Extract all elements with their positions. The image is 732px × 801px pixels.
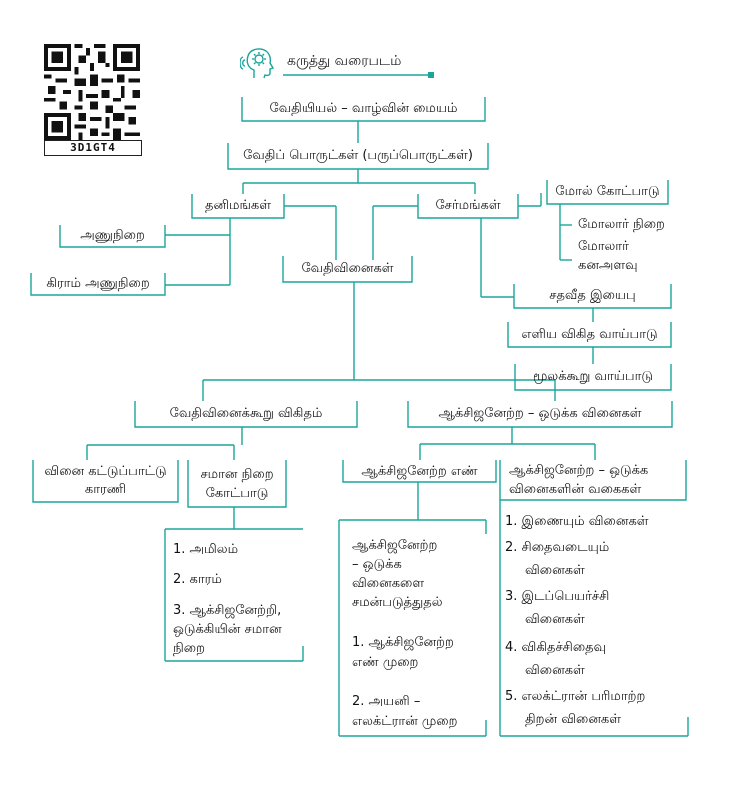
node-redox-types-line1: ஆக்சிஜனேற்ற – ஒடுக்க: [509, 463, 649, 478]
equiv-item: 1. அமிலம்: [173, 542, 239, 557]
redox-type-item: வினைகள்: [525, 663, 585, 678]
equiv-item: 3. ஆக்சிஜனேற்றி,: [173, 603, 282, 618]
node-oxidation-number: ஆக்சிஜனேற்ற எண்: [361, 464, 478, 479]
redox-type-item: வினைகள்: [525, 563, 585, 578]
equiv-item: ஒடுக்கியின் சமான: [173, 622, 282, 637]
node-elements: தனிமங்கள்: [205, 198, 271, 213]
node-molar-mass: மோலார் நிறை: [578, 217, 665, 232]
redox-types-box: [499, 460, 687, 501]
header-underline-end: [428, 72, 434, 78]
balancing-method: எண் முறை: [352, 655, 419, 670]
oxidation-number-box: [342, 460, 497, 483]
redox-box: [407, 401, 673, 428]
equiv-item: நிறை: [173, 641, 205, 656]
root-box: [241, 97, 486, 122]
node-equivalent-line2: கோட்பாடு: [205, 486, 269, 501]
node-stoichiometry: வேதிவினைக்கூறு விகிதம்: [169, 406, 323, 421]
reactions-box: [282, 256, 413, 283]
qr-code-label: 3D1GT4: [44, 140, 142, 156]
node-compounds: சேர்மங்கள்: [435, 198, 501, 213]
qr-code-icon[interactable]: [44, 44, 140, 140]
balancing-line: ஆக்சிஜனேற்ற: [352, 538, 438, 553]
atomic-mass-box: [59, 225, 166, 248]
node-atomic-mass: அணுநிறை: [80, 228, 145, 243]
node-molar-volume-line2: கனஅளவு: [578, 258, 638, 273]
equiv-item: 2. காரம்: [173, 572, 222, 587]
node-redox-types-line2: வினைகளின் வகைகள்: [509, 482, 642, 497]
redox-type-item: திறன் வினைகள்: [525, 712, 621, 727]
stoichiometry-box: [134, 401, 358, 428]
node-equivalent-line1: சமான நிறை: [200, 467, 274, 482]
brain-icon: [240, 48, 275, 79]
redox-type-item: 3. இடப்பெயர்ச்சி: [505, 589, 610, 604]
node-percent-composition: சதவீத இயைபு: [549, 288, 636, 303]
node-molecular-formula: மூலக்கூறு வாய்பாடு: [533, 369, 653, 384]
balancing-method: எலக்ட்ரான் முறை: [352, 714, 458, 729]
node-reactions: வேதிவினைகள்: [301, 261, 394, 276]
node-limiting-line2: காரணி: [84, 482, 127, 497]
redox-type-item: 1. இணையும் வினைகள்: [505, 514, 649, 529]
balancing-method: 1. ஆக்சிஜனேற்ற: [352, 635, 454, 650]
node-empirical-formula: எளிய விகித வாய்பாடு: [521, 327, 658, 342]
balancing-method: 2. அயனி –: [352, 694, 421, 709]
gram-atomic-mass-box: [30, 273, 166, 296]
molecular-formula-box: [514, 364, 672, 391]
node-substances: வேதிப் பொருட்கள் (பருப்பொருட்கள்): [243, 148, 473, 163]
mole-concept-box: [546, 180, 669, 205]
node-gram-atomic-mass: கிராம் அணுநிறை: [46, 276, 150, 291]
node-limiting-line1: வினை கட்டுப்பாட்டு: [44, 464, 167, 479]
empirical-formula-box: [507, 322, 672, 348]
node-molar-volume-line1: மோலார்: [578, 239, 629, 254]
balancing-line: சமன்படுத்துதல்: [352, 595, 443, 610]
redox-type-item: வினைகள்: [525, 612, 585, 627]
redox-type-item: 5. எலக்ட்ரான் பரிமாற்ற: [505, 689, 646, 704]
balancing-line: – ஒடுக்க: [352, 557, 402, 572]
equivalent-box: [187, 460, 287, 508]
node-redox: ஆக்சிஜனேற்ற – ஒடுக்க வினைகள்: [438, 406, 642, 421]
redox-type-item: 4. விகிதச்சிதைவு: [505, 640, 607, 655]
node-root: வேதியியல் – வாழ்வின் மையம்: [269, 101, 458, 116]
node-mole-concept: மோல் கோட்பாடு: [555, 184, 660, 199]
balancing-line: வினைகளை: [352, 576, 425, 591]
redox-type-item: 2. சிதைவடையும்: [505, 540, 610, 555]
concept-map-title: கருத்து வரைபடம்: [287, 53, 402, 69]
limiting-box: [32, 460, 179, 503]
